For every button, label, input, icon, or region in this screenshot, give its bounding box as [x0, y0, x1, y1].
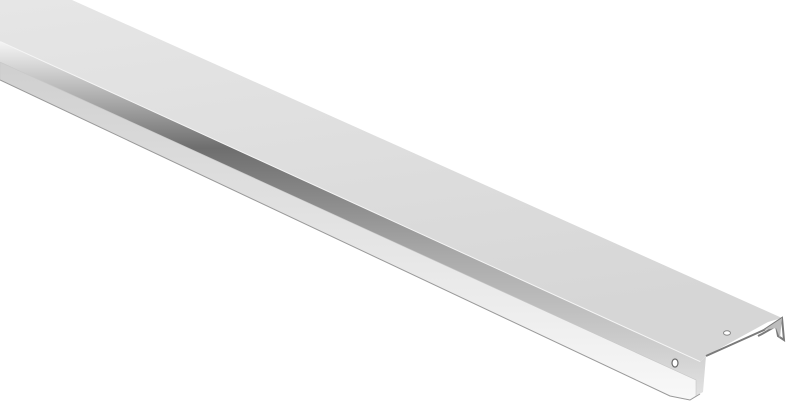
lip-outline [0, 79, 701, 401]
top-face [0, 0, 782, 362]
bottom-lip [0, 61, 697, 401]
right-end-profile [705, 316, 786, 357]
mounting-hole-left [671, 358, 679, 368]
right-end-inner [764, 318, 782, 338]
mounting-hole-right [723, 330, 731, 336]
